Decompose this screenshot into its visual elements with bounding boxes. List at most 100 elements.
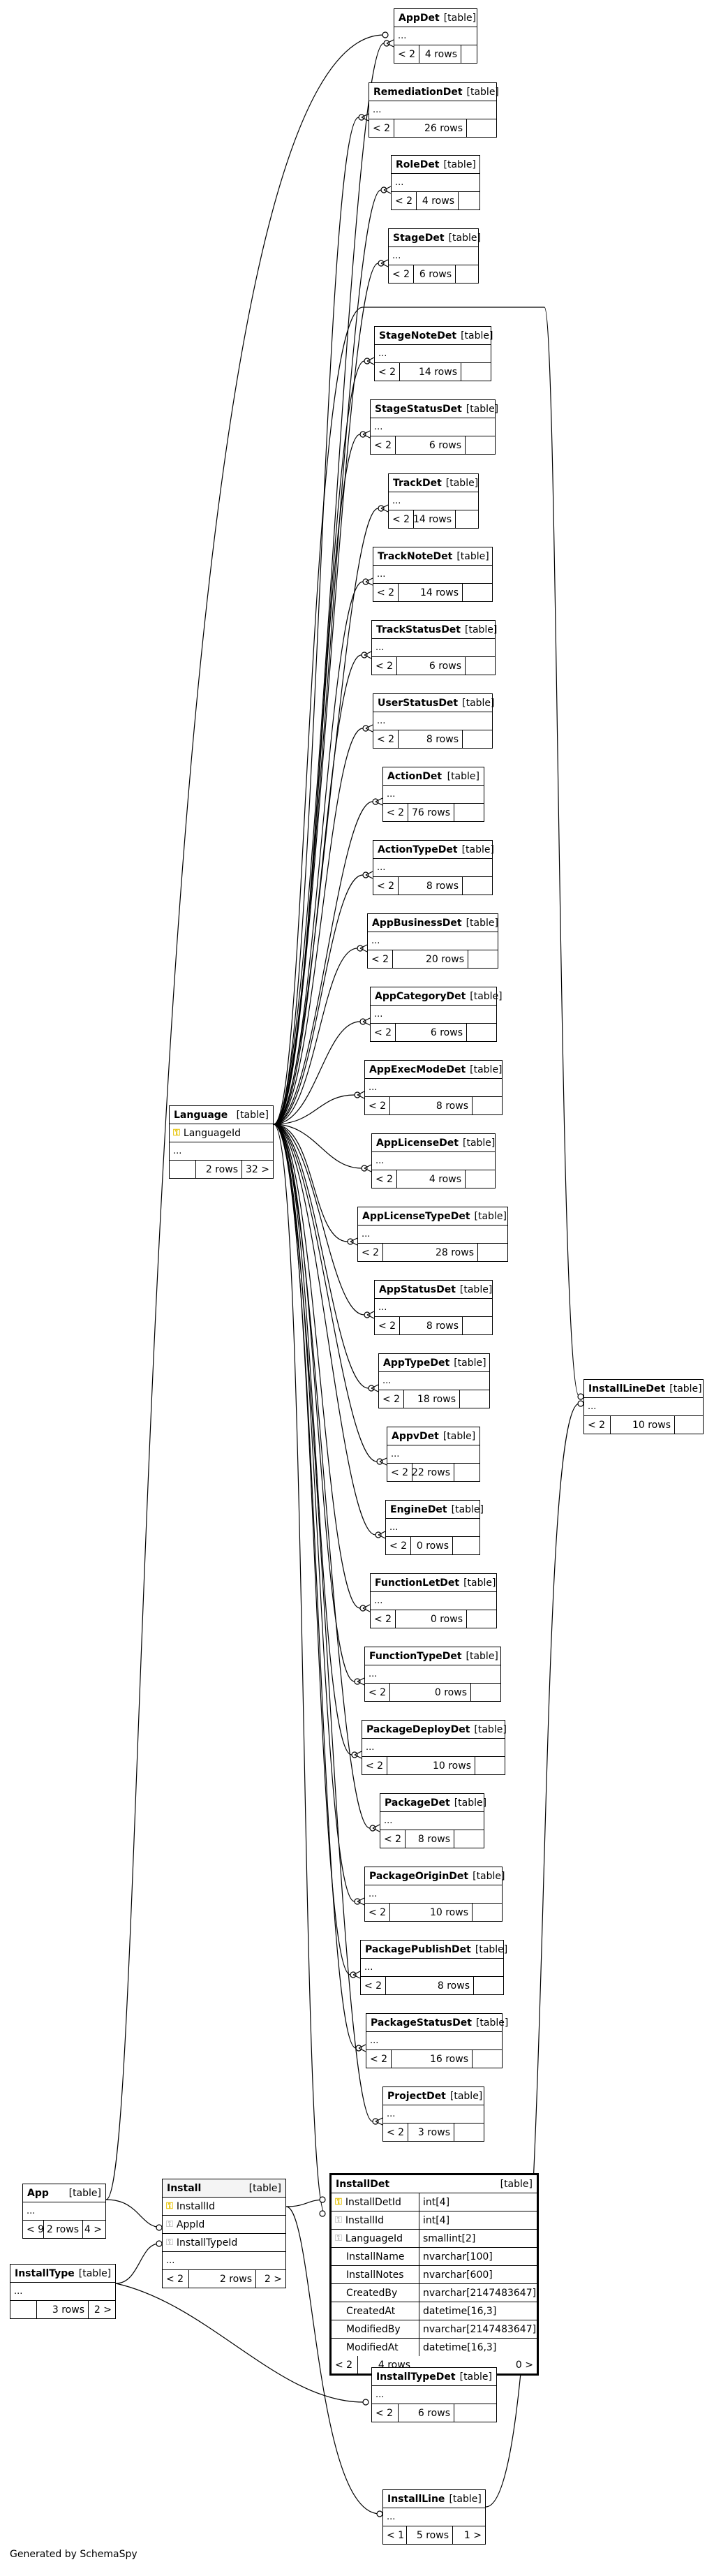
column-type: nvarchar[100] <box>423 2251 493 2262</box>
parent-count: < 9 <box>23 2221 44 2238</box>
column-name: ModifiedBy <box>346 2323 401 2335</box>
column-name: ModifiedAt <box>346 2341 399 2353</box>
edge-language-installdet <box>273 1124 326 2214</box>
table-type-label: [table] <box>68 2187 101 2199</box>
parent-count: < 2 <box>366 2050 392 2068</box>
row-count: 8 rows <box>400 1317 463 1334</box>
table-install[interactable]: Install[table] ⚿InstallId ⚿AppId ⚿Instal… <box>162 2179 286 2288</box>
table-name: UserStatusDet <box>378 697 459 709</box>
child-count: 0 > <box>515 2359 533 2371</box>
parent-count: < 2 <box>372 657 397 675</box>
ellipsis: ... <box>387 2109 396 2119</box>
many-marker <box>354 1751 362 1759</box>
table-type-label: [table] <box>473 1870 505 1882</box>
table-type-label: [table] <box>461 844 494 855</box>
many-marker <box>362 430 371 439</box>
table-name: Language <box>174 1109 228 1121</box>
edge-app-install <box>105 2199 163 2228</box>
row-count: 6 rows <box>396 1024 467 1041</box>
many-marker <box>365 724 373 733</box>
row-count: 3 rows <box>37 2301 89 2318</box>
row-count: 8 rows <box>386 1977 474 1994</box>
ellipsis: ... <box>387 2512 396 2522</box>
optional-marker <box>577 1400 584 1407</box>
row-count: 6 rows <box>399 2404 454 2422</box>
edge-language-tracknotedet <box>273 581 364 1125</box>
table-name: InstallDet <box>336 2178 390 2190</box>
parent-count: < 2 <box>394 45 419 63</box>
edge-language-remediationdet <box>273 117 359 1125</box>
ellipsis: ... <box>369 1082 378 1093</box>
row-count: 2 rows <box>189 2270 256 2288</box>
table-type-label: [table] <box>443 159 476 170</box>
column-type: nvarchar[2147483647] <box>423 2323 537 2335</box>
child-count: 2 > <box>94 2304 112 2316</box>
table-type-label: [table] <box>443 12 477 24</box>
many-marker <box>361 113 369 122</box>
row-count: 10 rows <box>611 1416 675 1434</box>
table-name: EngineDet <box>390 1503 447 1515</box>
optional-marker <box>382 31 389 38</box>
table-type-label: [table] <box>78 2267 112 2279</box>
row-count: 2 rows <box>44 2221 83 2238</box>
table-type-label: [table] <box>466 917 498 929</box>
table-name: StageStatusDet <box>375 403 462 415</box>
table-type-label: [table] <box>474 1210 507 1222</box>
table-name: AppBusinessDet <box>372 917 462 929</box>
column-type: int[4] <box>423 2196 450 2208</box>
primary-key-icon: ⚿ <box>335 2197 342 2207</box>
edge-install-installdet <box>285 2199 326 2207</box>
foreign-key-icon: ⚿ <box>166 2237 173 2248</box>
row-count: 2 rows <box>196 1161 242 1178</box>
parent-count: < 2 <box>392 192 417 209</box>
ellipsis: ... <box>374 422 383 432</box>
table-name: InstallType <box>15 2267 75 2279</box>
parent-count: < 2 <box>365 1684 390 1701</box>
parent-count: < 2 <box>584 1416 611 1434</box>
row-count: 0 rows <box>411 1537 453 1554</box>
optional-marker <box>362 2399 369 2406</box>
parent-count: < 2 <box>362 1757 387 1774</box>
table-type-label: [table] <box>475 2017 509 2029</box>
edge-language-appdet <box>273 43 385 1125</box>
table-type-label: [table] <box>463 1577 496 1589</box>
ellipsis: ... <box>173 1146 182 1156</box>
